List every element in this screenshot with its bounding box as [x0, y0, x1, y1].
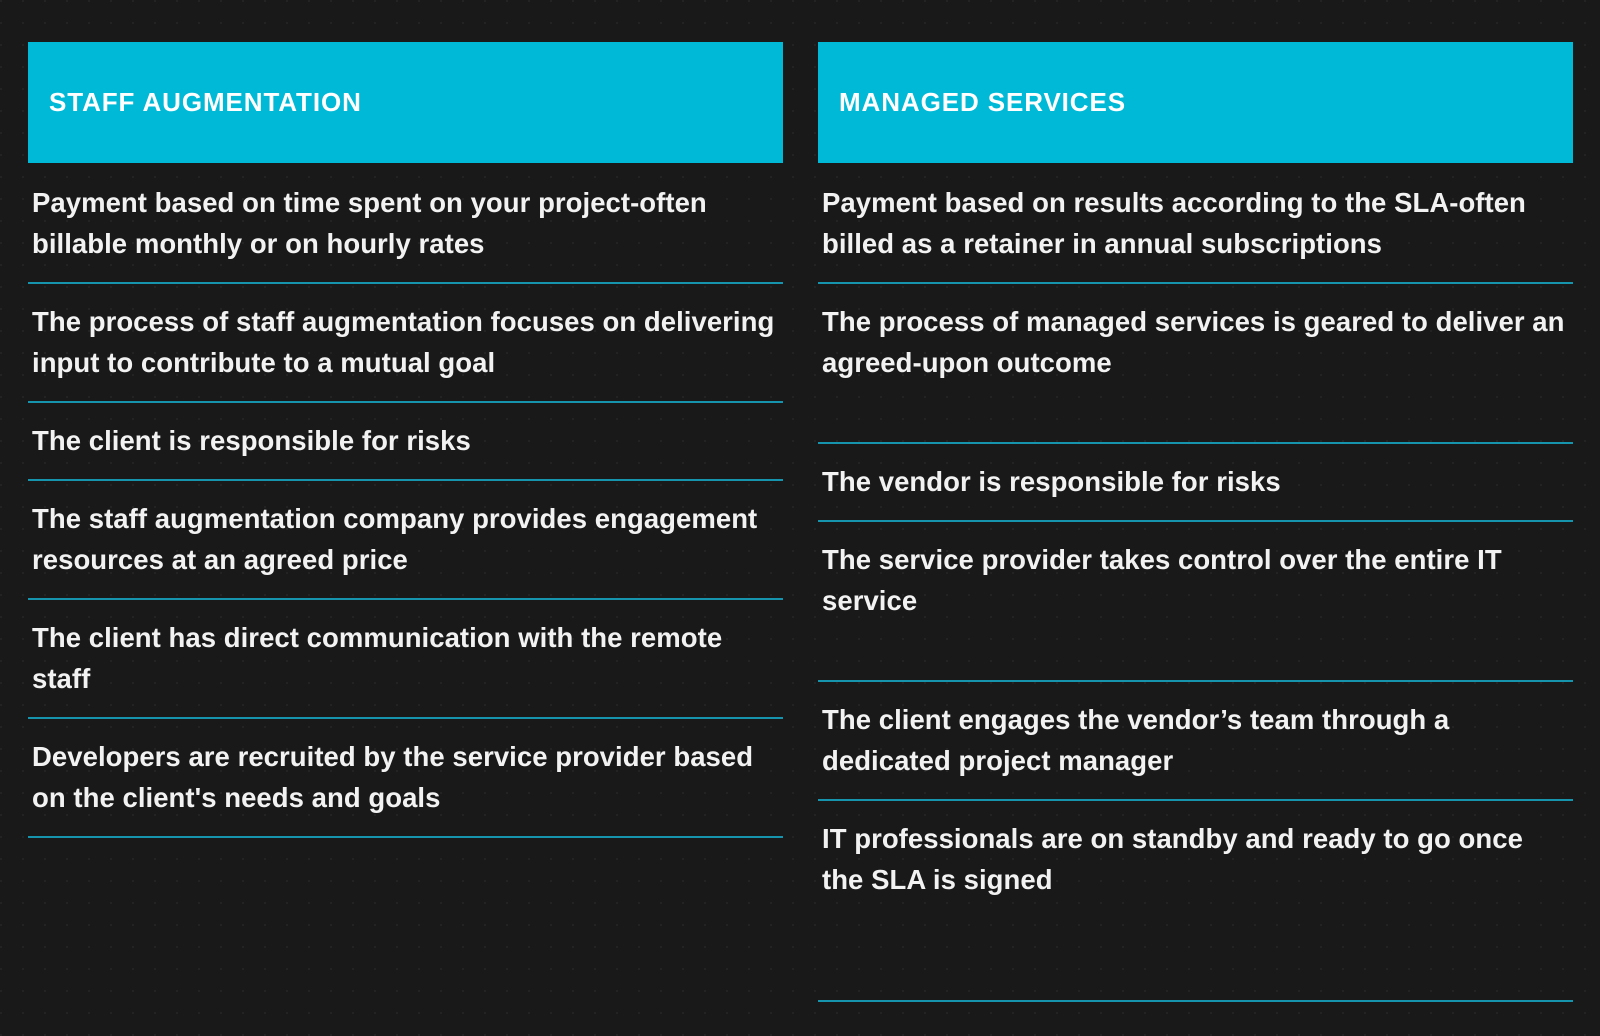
table-row: The client has direct communication with… — [28, 600, 783, 719]
table-row: The vendor is responsible for risks — [818, 444, 1573, 522]
table-row: The service provider takes control over … — [818, 522, 1573, 682]
row-text: The service provider takes control over … — [822, 544, 1502, 616]
column-header-label: STAFF AUGMENTATION — [49, 87, 362, 118]
row-text: Developers are recruited by the service … — [32, 741, 754, 813]
column-managed-services: MANAGED SERVICES Payment based on result… — [818, 42, 1573, 1036]
table-row: Developers are recruited by the service … — [28, 719, 783, 838]
row-text: The client is responsible for risks — [32, 425, 471, 456]
table-row: IT professionals are on standby and read… — [818, 801, 1573, 1002]
table-row: The client is responsible for risks — [28, 403, 783, 481]
row-text: The client engages the vendor’s team thr… — [822, 704, 1450, 776]
row-text: The process of managed services is geare… — [822, 306, 1565, 378]
column-header-staff-augmentation: STAFF AUGMENTATION — [28, 42, 783, 163]
table-row: The staff augmentation company provides … — [28, 481, 783, 600]
row-text: The vendor is responsible for risks — [822, 466, 1281, 497]
column-rows-staff-augmentation: Payment based on time spent on your proj… — [28, 163, 783, 838]
row-text: The process of staff augmentation focuse… — [32, 306, 775, 378]
row-text: Payment based on time spent on your proj… — [32, 187, 707, 259]
table-row: The process of staff augmentation focuse… — [28, 284, 783, 403]
column-staff-augmentation: STAFF AUGMENTATION Payment based on time… — [28, 42, 783, 1036]
table-row: The process of managed services is geare… — [818, 284, 1573, 444]
row-text: The client has direct communication with… — [32, 622, 723, 694]
table-row: Payment based on time spent on your proj… — [28, 165, 783, 284]
column-header-managed-services: MANAGED SERVICES — [818, 42, 1573, 163]
row-text: Payment based on results according to th… — [822, 187, 1526, 259]
column-header-label: MANAGED SERVICES — [839, 87, 1126, 118]
column-rows-managed-services: Payment based on results according to th… — [818, 163, 1573, 1002]
table-row: The client engages the vendor’s team thr… — [818, 682, 1573, 801]
row-text: IT professionals are on standby and read… — [822, 823, 1523, 895]
table-row: Payment based on results according to th… — [818, 165, 1573, 284]
row-text: The staff augmentation company provides … — [32, 503, 758, 575]
